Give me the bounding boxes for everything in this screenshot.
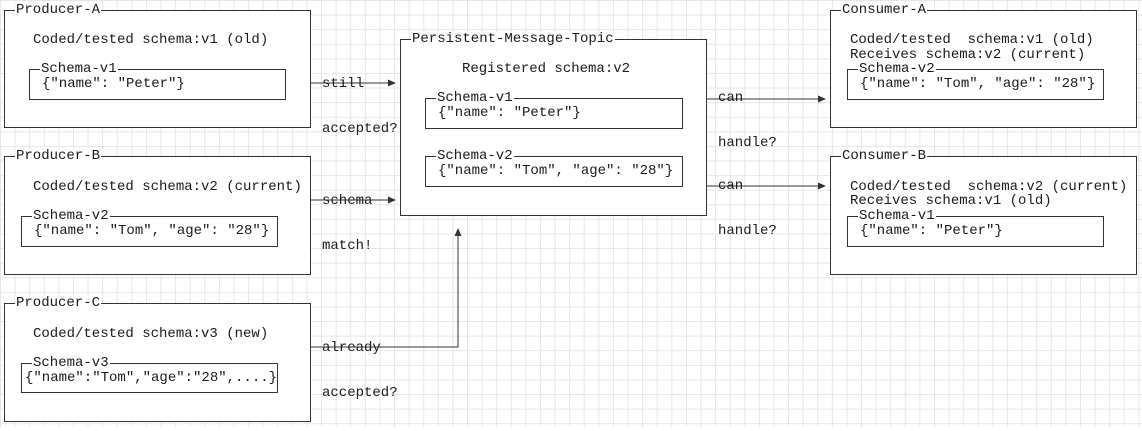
producer-b-schema-box: Schema-v2 {"name": "Tom", "age": "28"} [21,209,278,247]
topic-schema-v2-body: {"name": "Tom", "age": "28"} [438,163,674,179]
producer-b-schema-title: Schema-v2 [32,208,110,224]
producer-a-box: Producer-A Coded/tested schema:v1 (old) … [4,3,311,128]
consumer-b-schema-title: Schema-v1 [858,208,936,224]
consumer-a-schema-box: Schema-v2 {"name": "Tom", "age": "28"} [847,62,1104,100]
producer-a-schema-box: Schema-v1 {"name": "Peter"} [29,62,286,100]
producer-c-title: Producer-C [15,295,102,311]
topic-schema-v1-body: {"name": "Peter"} [438,105,581,121]
consumer-a-box: Consumer-A Coded/tested schema:v1 (old) … [830,3,1137,128]
topic-schema-v2-box: Schema-v2 {"name": "Tom", "age": "28"} [425,149,683,187]
edge-label-consumer-b: can handle? [718,178,777,239]
producer-c-schema-body: {"name":"Tom","age":"28",....} [25,370,278,386]
topic-schema-v1-box: Schema-v1 {"name": "Peter"} [425,91,683,129]
producer-b-schema-body: {"name": "Tom", "age": "28"} [34,223,270,239]
producer-a-title: Producer-A [15,2,102,18]
consumer-a-title: Consumer-A [841,2,928,18]
consumer-a-schema-body: {"name": "Tom", "age": "28"} [860,76,1096,92]
producer-b-note: Coded/tested schema:v2 (current) [33,179,302,195]
consumer-a-schema-title: Schema-v2 [858,61,936,77]
producer-a-note: Coded/tested schema:v1 (old) [33,32,269,48]
arrow-producer-c-to-topic [310,228,462,348]
consumer-b-line2: Receives schema:v1 (old) [850,193,1052,209]
edge-label-producer-c: already accepted? [322,340,398,401]
producer-a-schema-title: Schema-v1 [40,61,118,77]
edge-label-producer-a: still accepted? [322,76,398,137]
consumer-a-line1: Coded/tested schema:v1 (old) [850,32,1094,48]
topic-note: Registered schema:v2 [462,61,631,77]
producer-c-box: Producer-C Coded/tested schema:v3 (new) … [4,296,311,422]
topic-box: Persistent-Message-Topic Registered sche… [400,32,707,216]
producer-b-box: Producer-B Coded/tested schema:v2 (curre… [4,149,311,275]
edge-label-consumer-a: can handle? [718,90,777,151]
topic-title: Persistent-Message-Topic [411,31,615,47]
topic-schema-v1-title: Schema-v1 [436,90,514,106]
consumer-b-schema-body: {"name": "Peter"} [860,223,1003,239]
producer-c-schema-box: Schema-v3 {"name":"Tom","age":"28",....} [21,356,278,393]
consumer-b-line1: Coded/tested schema:v2 (current) [850,179,1128,195]
consumer-b-box: Consumer-B Coded/tested schema:v2 (curre… [830,149,1137,275]
consumer-a-line2: Receives schema:v2 (current) [850,47,1086,63]
consumer-b-schema-box: Schema-v1 {"name": "Peter"} [847,209,1104,247]
producer-b-title: Producer-B [15,148,102,164]
producer-a-schema-body: {"name": "Peter"} [42,76,185,92]
edge-label-producer-b: schema match! [322,193,373,254]
producer-c-schema-title: Schema-v3 [32,355,110,371]
producer-c-note: Coded/tested schema:v3 (new) [33,326,269,342]
topic-schema-v2-title: Schema-v2 [436,148,514,164]
consumer-b-title: Consumer-B [841,148,928,164]
